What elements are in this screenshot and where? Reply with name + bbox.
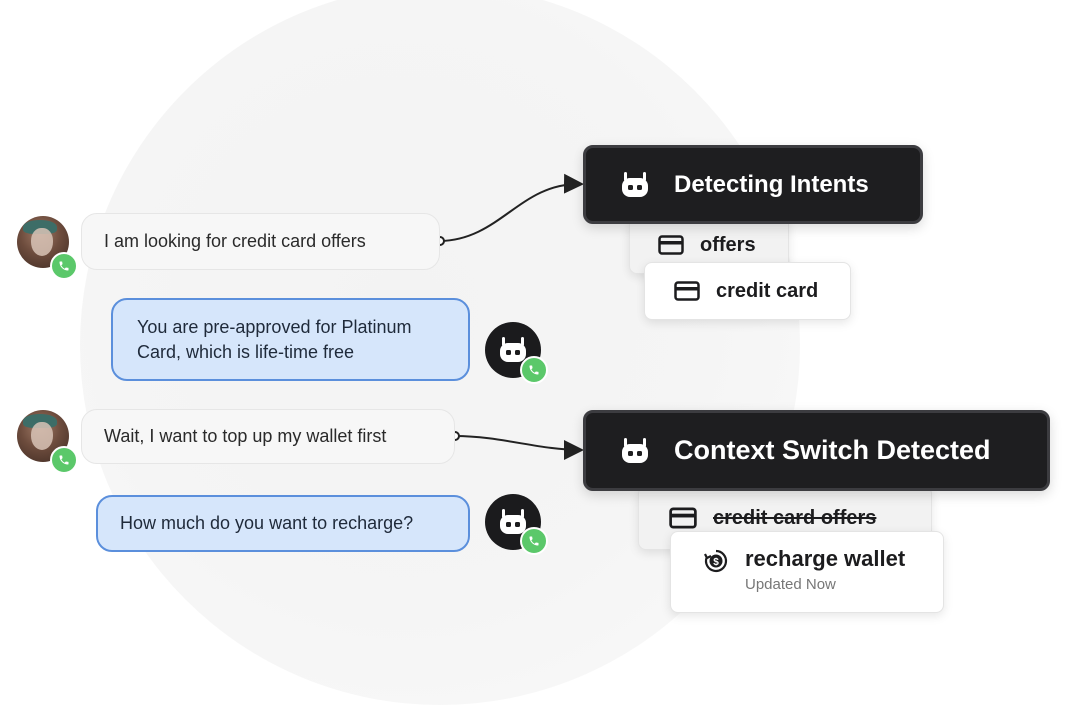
phone-icon	[520, 527, 548, 555]
new-intent-label: recharge wallet	[745, 546, 906, 571]
bot-message-1-text: You are pre-approved for Platinum Card, …	[137, 316, 412, 362]
new-intent-status: Updated Now	[745, 576, 836, 593]
credit-card-icon	[669, 507, 697, 529]
phone-icon	[520, 356, 548, 384]
connector-1	[439, 173, 584, 242]
credit-card-icon	[658, 235, 684, 255]
robot-icon	[618, 169, 652, 201]
new-intent-tag: $ recharge wallet Updated Now	[670, 531, 944, 613]
robot-icon	[618, 435, 652, 467]
bot-message-2-text: How much do you want to recharge?	[120, 513, 414, 533]
intent-tag-offers-label: offers	[700, 233, 756, 256]
robot-icon	[500, 337, 526, 362]
user-message-1-text: I am looking for credit card offers	[104, 231, 366, 251]
connector-2	[454, 435, 584, 460]
robot-icon	[500, 509, 526, 534]
old-intent-label: credit card offers	[713, 506, 877, 529]
user-message-2: Wait, I want to top up my wallet first	[81, 409, 455, 464]
currency-refresh-icon: $	[703, 548, 729, 574]
phone-icon	[50, 252, 78, 280]
credit-card-icon	[674, 281, 700, 301]
user-avatar	[17, 410, 69, 462]
detecting-intents-title: Detecting Intents	[674, 170, 869, 198]
bot-message-1: You are pre-approved for Platinum Card, …	[111, 298, 470, 381]
phone-icon	[50, 446, 78, 474]
intent-tag-credit-card: credit card	[644, 262, 851, 320]
bot-message-2: How much do you want to recharge?	[96, 495, 470, 552]
context-switch-title: Context Switch Detected	[674, 435, 991, 465]
context-switch-box: Context Switch Detected	[583, 410, 1050, 491]
user-message-1: I am looking for credit card offers	[81, 213, 440, 270]
svg-text:$: $	[713, 557, 719, 568]
user-message-2-text: Wait, I want to top up my wallet first	[104, 426, 387, 446]
intent-tag-credit-card-label: credit card	[716, 279, 819, 302]
detecting-intents-box: Detecting Intents	[583, 145, 923, 224]
